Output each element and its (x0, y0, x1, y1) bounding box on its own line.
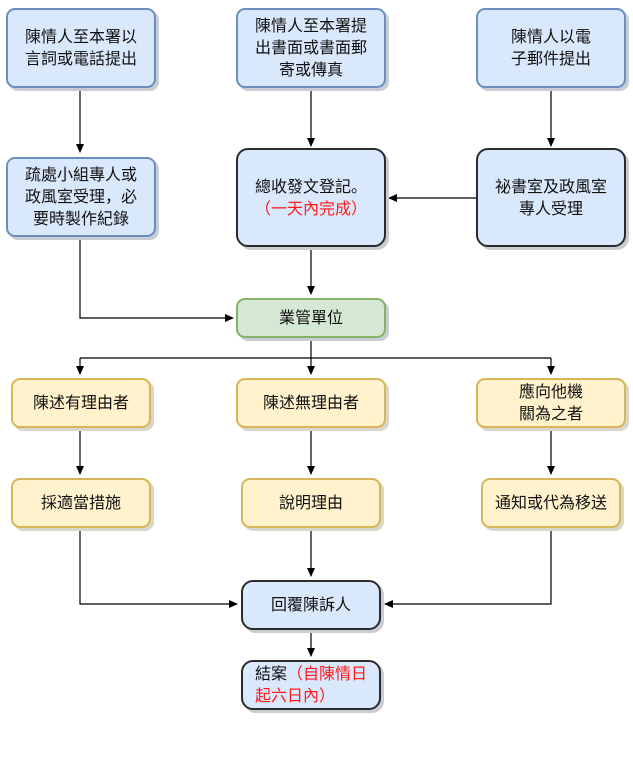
email-submission-label: 陳情人以電 子郵件提出 (510, 27, 591, 68)
close-case-node: 結案（自陳情日 起六日內） (241, 660, 381, 710)
explain-label: 說明理由 (278, 493, 343, 512)
registry-deadline-note: （一天內完成） (254, 198, 367, 218)
unreasonable-label: 陳述無理由者 (262, 393, 359, 412)
close-case-deadline-note: （自陳情日 起六日內） (254, 664, 368, 705)
secretary-label: 祕書室及政風室 專人受理 (494, 176, 607, 218)
registry-main-text: 總收發文登記。 (254, 176, 367, 196)
record-label: 疏處小組專人或 政風室受理，必 要時製作紀錄 (24, 165, 137, 228)
explain-node: 說明理由 (241, 478, 381, 528)
edge-record-to-unit (79, 237, 234, 322)
transfer-label: 應向他機 關為之者 (518, 382, 583, 423)
verbal-submission-label: 陳情人至本署以 言詞或電話提出 (24, 27, 137, 68)
reply-label: 回覆陳訴人 (270, 595, 351, 614)
reasonable-node: 陳述有理由者 (11, 378, 151, 428)
registry-label: 總收發文登記。 （一天內完成） (255, 176, 367, 220)
close-case-label: 結案（自陳情日 起六日內） (255, 663, 367, 707)
measures-label: 採適當措施 (40, 493, 121, 512)
unreasonable-node: 陳述無理由者 (236, 378, 386, 428)
secretary-node: 祕書室及政風室 專人受理 (476, 148, 626, 247)
email-submission-node: 陳情人以電 子郵件提出 (476, 8, 626, 88)
notify-label: 通知或代為移送 (494, 493, 607, 512)
business-unit-label: 業管單位 (278, 308, 343, 327)
notify-node: 通知或代為移送 (481, 478, 621, 528)
verbal-submission-node: 陳情人至本署以 言詞或電話提出 (6, 8, 156, 88)
reasonable-label: 陳述有理由者 (32, 393, 129, 412)
written-submission-node: 陳情人至本署提 出書面或書面郵 寄或傳真 (236, 8, 386, 88)
transfer-node: 應向他機 關為之者 (476, 378, 626, 428)
written-submission-label: 陳情人至本署提 出書面或書面郵 寄或傳真 (254, 16, 367, 79)
business-unit-node: 業管單位 (236, 298, 386, 338)
edge-notify-to-reply (384, 528, 552, 608)
reply-node: 回覆陳訴人 (241, 580, 381, 630)
edge-measures-to-reply (79, 528, 238, 608)
record-node: 疏處小組專人或 政風室受理，必 要時製作紀錄 (6, 157, 156, 237)
measures-node: 採適當措施 (11, 478, 151, 528)
close-case-text: 結案 (254, 664, 287, 683)
registry-node: 總收發文登記。 （一天內完成） (236, 148, 386, 247)
